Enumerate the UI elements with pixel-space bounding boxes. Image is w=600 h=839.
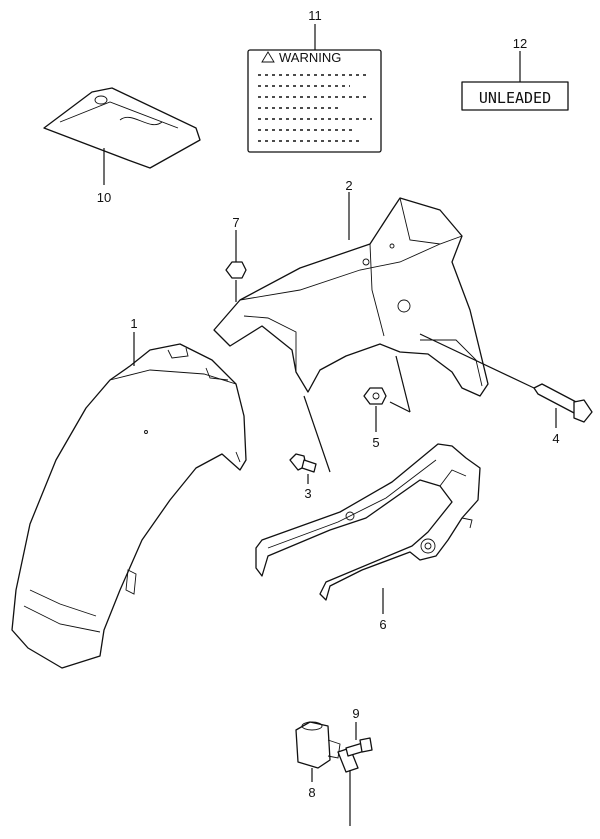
part-12-unleaded-label: UNLEADED <box>461 51 569 111</box>
callout-2: 2 <box>345 178 352 193</box>
part-7-nut <box>225 230 247 302</box>
callout-11: 11 <box>308 8 322 23</box>
callout-numbers: 11 12 10 2 7 1 4 5 3 6 9 8 <box>97 8 560 800</box>
part-1-rear-fender <box>11 332 247 669</box>
warning-text-lines <box>258 74 372 142</box>
unleaded-label-text: UNLEADED <box>479 89 551 107</box>
callout-6: 6 <box>379 617 386 632</box>
callout-8: 8 <box>308 785 315 800</box>
part-5-nut <box>363 387 387 432</box>
callout-5: 5 <box>372 435 379 450</box>
part-9-screw <box>345 722 373 757</box>
callout-10: 10 <box>97 190 111 205</box>
callout-3: 3 <box>304 486 311 501</box>
part-3-bolt <box>289 453 317 484</box>
callout-1: 1 <box>130 316 137 331</box>
warning-triangle-icon <box>261 51 275 63</box>
callout-9: 9 <box>352 706 359 721</box>
callout-4: 4 <box>552 431 559 446</box>
part-8-seat-lock <box>295 721 359 826</box>
part-11-warning-label: WARNING <box>247 24 382 153</box>
part-10-tool-bag <box>43 87 201 185</box>
callout-7: 7 <box>232 215 239 230</box>
warning-label-heading: WARNING <box>279 50 341 65</box>
part-4-bolt <box>419 333 593 428</box>
callout-12: 12 <box>513 36 527 51</box>
part-6-bracket <box>255 443 481 614</box>
part-2-rear-fender-upper <box>213 192 489 473</box>
